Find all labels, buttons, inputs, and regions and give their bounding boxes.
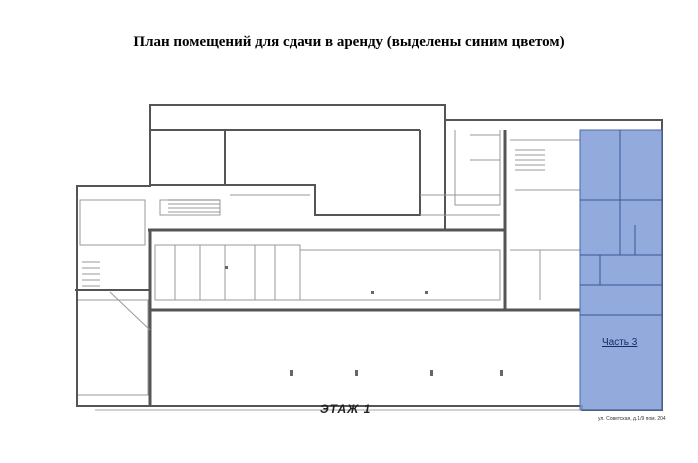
floor-label: ЭТАЖ 1 xyxy=(320,402,372,416)
part-3-label[interactable]: Часть 3 xyxy=(602,337,638,348)
columns xyxy=(225,266,503,376)
page-title: План помещений для сдачи в аренду (выдел… xyxy=(133,34,565,50)
address-note: ул. Советская, д.1/9 пом. 204 xyxy=(598,416,666,422)
stairs-center xyxy=(168,199,220,213)
rental-area-part-3 xyxy=(579,129,663,411)
stairs-left xyxy=(82,261,100,287)
outer-wall xyxy=(76,104,663,411)
stairs-right xyxy=(515,149,545,171)
